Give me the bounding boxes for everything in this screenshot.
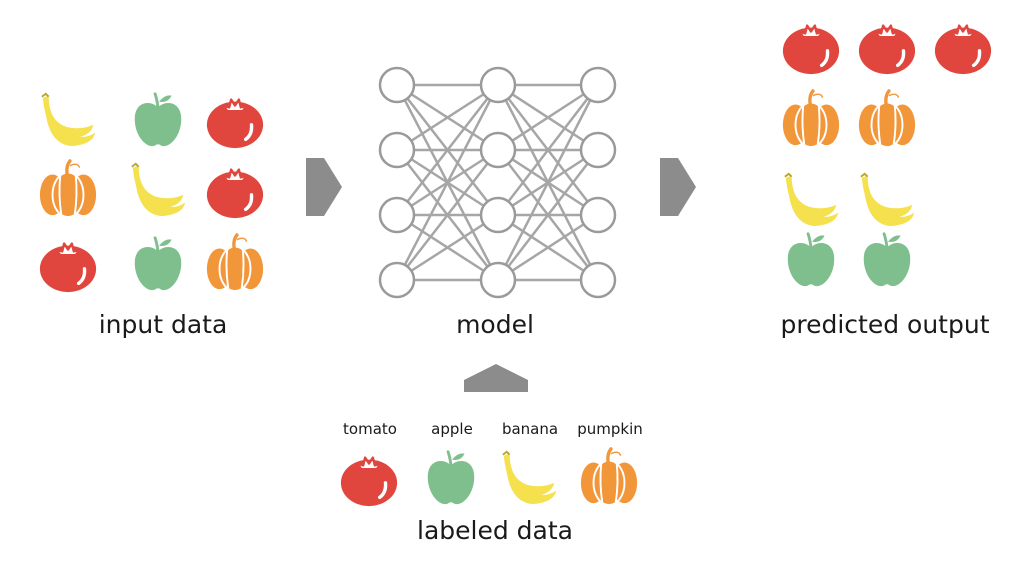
tomato-icon [856,14,918,76]
model-label: model [456,310,534,339]
pumpkin-icon [780,88,842,150]
tomato-icon [204,158,266,220]
banana-icon [856,168,918,230]
banana-icon [37,88,99,150]
predicted-output-label: predicted output [780,310,990,339]
network-edge [497,149,599,281]
arrow-right-icon [306,158,342,216]
network-node [479,261,517,299]
banana-icon [780,168,842,230]
network-node [579,66,617,104]
network-edge [396,83,499,152]
apple-icon [856,228,918,290]
network-node [378,131,416,169]
network-node [378,66,416,104]
network-edge [497,83,599,152]
apple-icon [127,232,189,294]
tomato-icon [37,232,99,294]
network-node [579,131,617,169]
network-node [378,196,416,234]
network-edge [497,213,599,282]
network-node [579,196,617,234]
pumpkin-icon [37,158,99,220]
apple-icon [127,88,189,150]
apple-icon [420,446,482,508]
neural-network-diagram [378,66,617,299]
network-node [479,196,517,234]
tomato-icon [338,446,400,508]
labeled-data-label: labeled data [417,516,573,545]
network-node [479,66,517,104]
network-node [579,261,617,299]
arrow-right-icon [660,158,696,216]
class-label-tomato: tomato [343,420,397,438]
input-data-label: input data [98,310,228,339]
class-label-apple: apple [431,420,473,438]
network-edge [396,213,499,282]
network-edge [497,84,599,216]
banana-icon [127,158,189,220]
network-edge [396,84,499,216]
pumpkin-icon [204,232,266,294]
pumpkin-icon [856,88,918,150]
pumpkin-icon [578,446,640,508]
class-label-pumpkin: pumpkin [577,420,643,438]
banana-icon [498,446,560,508]
tomato-icon [204,88,266,150]
network-edge [396,149,499,281]
network-edge [496,84,600,281]
apple-icon [780,228,842,290]
class-label-banana: banana [501,420,559,438]
tomato-icon [780,14,842,76]
arrow-up-icon [464,364,528,392]
network-edge [395,84,500,281]
tomato-icon [932,14,994,76]
network-node [378,261,416,299]
network-node [479,131,517,169]
